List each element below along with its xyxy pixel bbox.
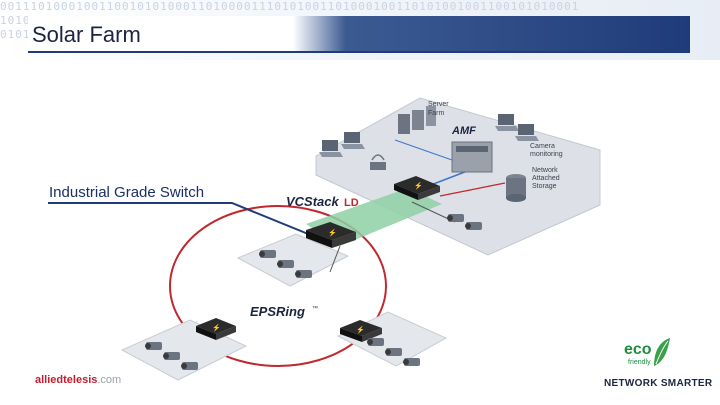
camera-icon — [163, 352, 180, 360]
laptop-icon — [341, 132, 365, 149]
epsring-tm: ™ — [312, 305, 318, 312]
vcstack-label: VCStack — [286, 194, 340, 209]
industrial-switch-callout: Industrial Grade Switch — [49, 184, 205, 201]
camera-icon — [447, 214, 464, 222]
epsring-label: EPSRing — [250, 304, 305, 319]
camera-icon — [367, 338, 384, 346]
alliedtelesis-logo: alliedtelesis.com — [35, 374, 121, 386]
wireless-ap-icon — [370, 154, 386, 170]
laptop-icon — [495, 114, 519, 131]
eco-label: eco — [624, 341, 652, 358]
server-farm-label: Farm — [428, 110, 445, 117]
link — [439, 182, 506, 197]
amf-label: AMF — [451, 125, 476, 137]
logo-brand: alliedtelesis — [35, 374, 98, 386]
camera-icon — [259, 250, 276, 258]
tagline: NETWORK SMARTER — [604, 378, 713, 389]
camera-icon — [295, 270, 312, 278]
edge-platform-left-top — [236, 233, 350, 287]
logo-suffix: .com — [97, 374, 122, 386]
switch-industrial: ⚡ — [306, 222, 356, 248]
amf-controller-icon — [451, 141, 493, 173]
svg-text:⚡: ⚡ — [212, 323, 221, 332]
eco-leaf-icon — [654, 338, 670, 366]
switch-core: ⚡ — [394, 176, 440, 200]
laptop-icon — [319, 140, 343, 157]
binary-line: 0011101000100110010101000110100001110101… — [0, 0, 580, 13]
link — [329, 245, 341, 273]
server-farm-label: Server — [428, 101, 449, 108]
camera-monitoring-label: Camera — [530, 143, 555, 150]
switch-ring-left: ⚡ — [196, 318, 236, 340]
camera-icon — [465, 222, 482, 230]
svg-text:⚡: ⚡ — [328, 228, 337, 237]
page-title: Solar Farm — [32, 22, 141, 47]
camera-icon — [277, 260, 294, 268]
camera-monitoring-label: monitoring — [530, 151, 563, 158]
storage-label: Attached — [532, 175, 560, 182]
storage-label: Network — [532, 167, 558, 174]
server-farm-icon — [398, 106, 436, 134]
switch-ring-right: ⚡ — [340, 320, 382, 342]
svg-text:⚡: ⚡ — [414, 181, 423, 190]
camera-icon — [145, 342, 162, 350]
vcstack-suffix: LD — [344, 197, 359, 209]
svg-text:⚡: ⚡ — [356, 325, 365, 334]
camera-icon — [403, 358, 420, 366]
camera-icon — [181, 362, 198, 370]
eco-sub-label: friendly — [628, 359, 651, 366]
callout-line — [48, 202, 319, 239]
laptop-icon — [515, 124, 539, 141]
camera-icon — [385, 348, 402, 356]
epsr-ring — [169, 205, 387, 367]
title-bar: Solar Farm — [28, 16, 690, 53]
storage-icon — [506, 174, 526, 202]
link — [394, 139, 453, 161]
storage-label: Storage — [532, 183, 557, 190]
